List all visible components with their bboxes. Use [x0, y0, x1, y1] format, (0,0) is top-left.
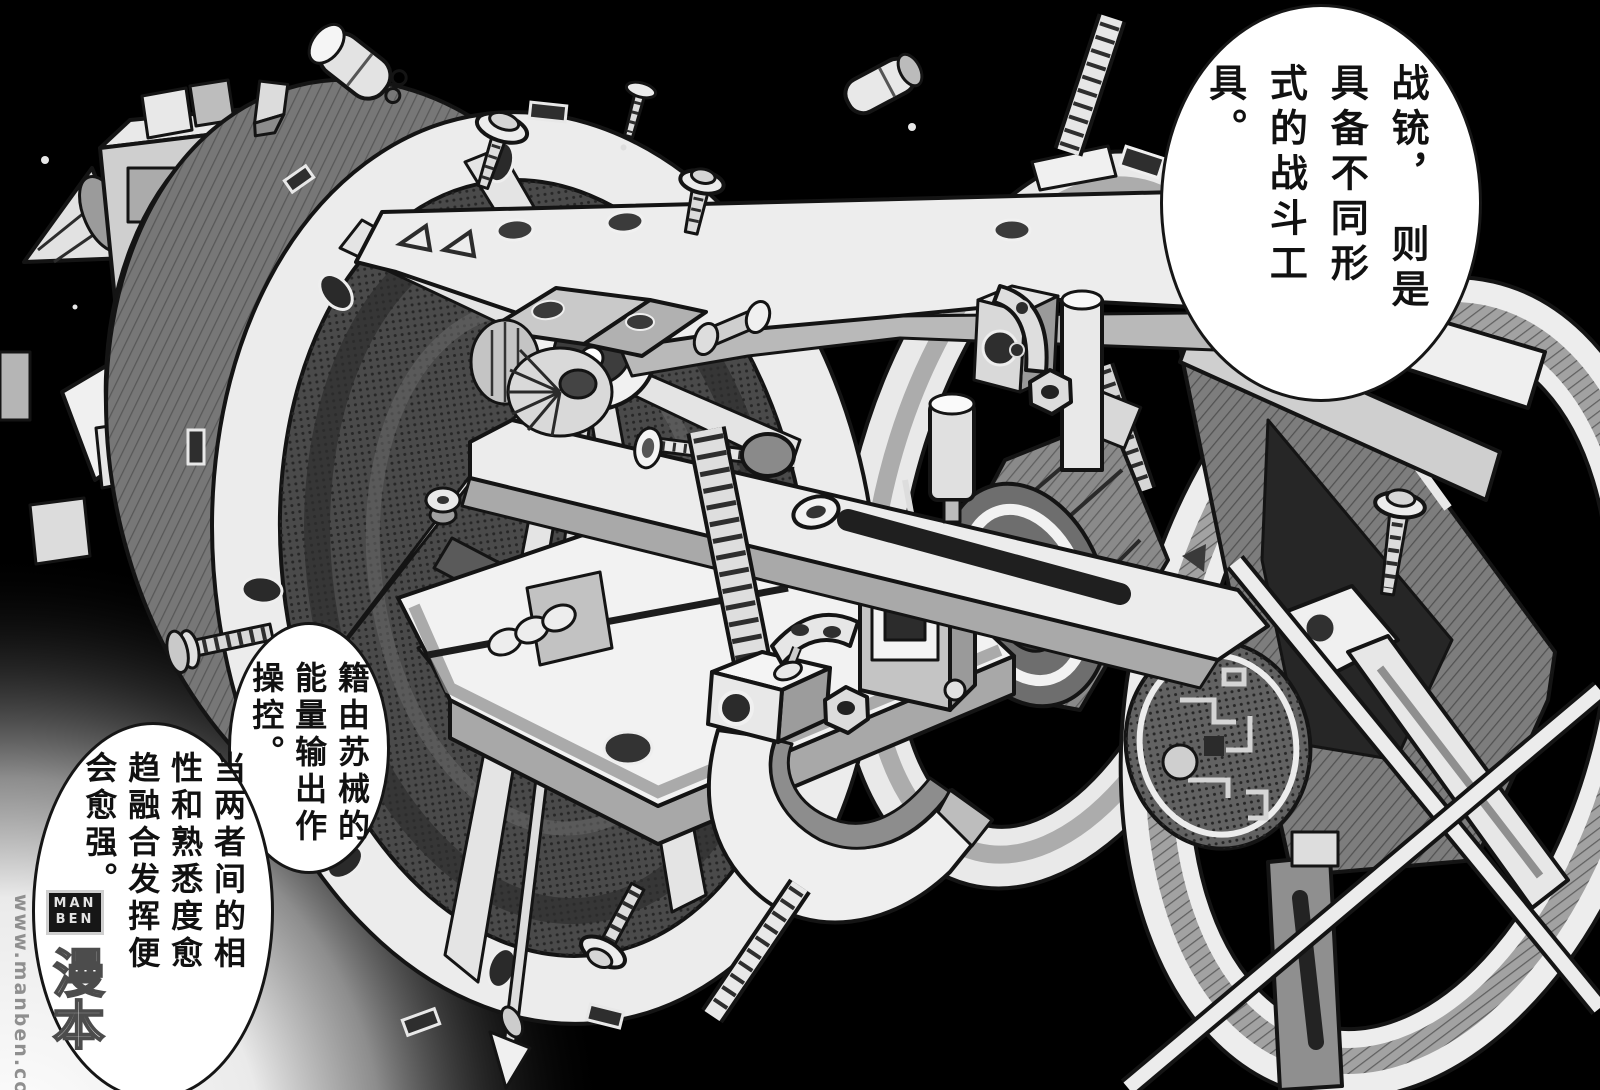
- hex-nut-1: [823, 685, 870, 735]
- bracket-curved-top: [992, 284, 1049, 374]
- watermark: www.manben.com MAN BEN 漫本: [8, 888, 118, 1090]
- speech-line: 具。: [1202, 63, 1247, 153]
- screw-1: [474, 110, 530, 191]
- speech-line: 能量输出作: [290, 661, 329, 846]
- watermark-logo-characters: 漫本: [42, 945, 104, 1051]
- watermark-logo-line: MAN: [53, 896, 97, 911]
- disc-keyhole: [1204, 736, 1224, 756]
- speech-line: 操控。: [247, 661, 286, 772]
- manifold: [487, 570, 614, 667]
- speech-line: 会愈强。: [80, 751, 119, 899]
- speech-text-right: 战铳， 则是 具备不同形 式的战斗工 具。: [1194, 63, 1437, 314]
- disc-knob: [1161, 743, 1199, 781]
- eyelet-hole: [806, 505, 826, 519]
- bevel-gear: [506, 346, 614, 438]
- watermark-logo-line: BEN: [55, 912, 95, 928]
- hex-nut-2: [1028, 368, 1073, 416]
- watermark-url: www.manben.com: [10, 894, 32, 1090]
- hoop-mark: [1182, 544, 1206, 572]
- c-clamp: [701, 650, 994, 1024]
- screw-2: [620, 80, 658, 151]
- speech-line: 性和熟悉度愈: [166, 751, 205, 973]
- chevron-mark: [394, 222, 433, 253]
- wedge-piece: [253, 79, 290, 138]
- speech-bubble-right: 战铳， 则是 具备不同形 式的战斗工 具。: [1160, 4, 1482, 402]
- speech-line: 籍由苏械的: [333, 661, 371, 846]
- speech-line: 式的战斗工: [1263, 63, 1308, 288]
- circuit-disc: [1123, 639, 1313, 851]
- clamp-hole: [718, 690, 754, 726]
- circuit-traces: [1180, 667, 1269, 821]
- chevron-mark: [438, 228, 477, 259]
- capsule-2: [843, 52, 924, 116]
- speech-line: 当两者间的相: [209, 751, 247, 973]
- cross-rods: [1120, 555, 1600, 1090]
- threaded-rod-bottom: [701, 878, 811, 1024]
- threaded-rod-upper: [686, 426, 778, 696]
- mini-screw: [773, 646, 803, 682]
- speech-line: 战铳， 则是: [1385, 63, 1429, 314]
- screw-3: [678, 167, 726, 236]
- lower-arm: [460, 418, 1270, 690]
- bracket-arm: [1283, 584, 1570, 910]
- screw-5: [579, 881, 646, 970]
- gear-cluster: [469, 286, 796, 478]
- katana-rod: [1030, 13, 1127, 192]
- speech-line: 趋融合发挥便: [123, 751, 162, 973]
- speech-text-left-lower: 当两者间的相 性和熟悉度愈 趋融合发挥便 会愈强。: [78, 751, 250, 973]
- battery-cylinder: [928, 392, 976, 524]
- roller: [692, 300, 772, 356]
- hoop-tab: [1117, 144, 1167, 180]
- speech-text-left-upper: 籍由苏械的 能量输出作 操控。: [244, 661, 373, 846]
- speech-line: 具备不同形: [1324, 63, 1369, 288]
- plate-hole: [602, 730, 654, 766]
- knob-grommet: [424, 486, 462, 526]
- watermark-logo-box: MAN BEN: [46, 890, 104, 935]
- capsule-1: [307, 22, 408, 105]
- wheel-rim-tabs: [186, 100, 626, 1038]
- bolt-horizontal: [165, 622, 275, 674]
- fasteners: [165, 22, 1427, 970]
- screw-4: [1373, 488, 1427, 597]
